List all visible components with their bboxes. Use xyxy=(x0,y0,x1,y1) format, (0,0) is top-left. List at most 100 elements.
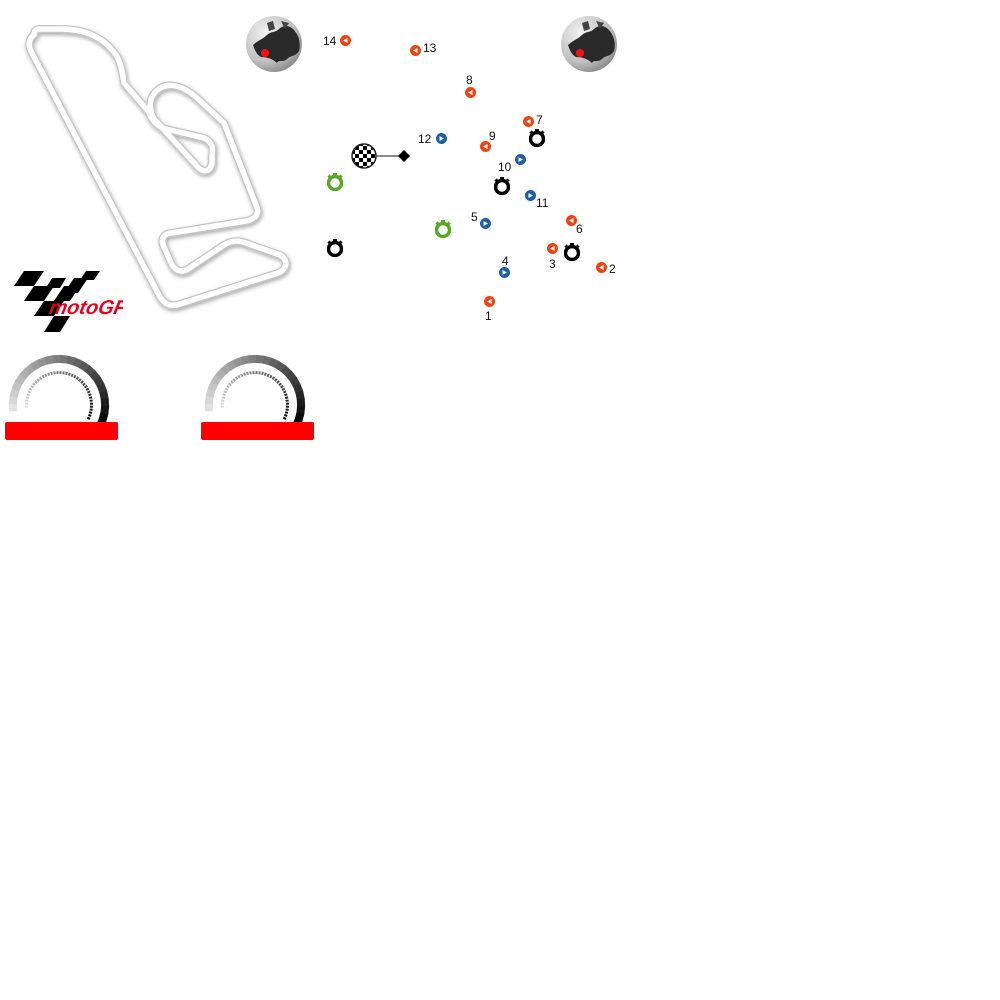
sector-cog-icon[interactable] xyxy=(493,177,511,196)
turn-left-icon[interactable] xyxy=(465,87,476,98)
turn-left-icon[interactable] xyxy=(547,243,558,254)
turn-left-icon[interactable] xyxy=(340,35,351,46)
gauge-tick xyxy=(278,382,282,387)
gauge-segment xyxy=(37,356,48,368)
sector-cog-icon[interactable] xyxy=(326,239,344,258)
gauge-tick xyxy=(82,382,86,387)
gauge-tick xyxy=(28,387,33,391)
turn-number-label: 11 xyxy=(536,196,549,210)
turn-number-label: 13 xyxy=(423,41,437,55)
turn-number-label: 12 xyxy=(418,132,432,146)
gauge-tick xyxy=(269,374,273,379)
gauge-tick xyxy=(27,390,32,394)
sector-cog-icon[interactable] xyxy=(434,220,452,239)
gauge-tick xyxy=(261,371,264,376)
gauge-segment xyxy=(292,383,304,394)
gauge-tick xyxy=(36,378,40,382)
turn-number-label: 4 xyxy=(502,254,509,268)
gauge-tick xyxy=(34,380,38,384)
gauge-tick xyxy=(284,411,289,414)
gauge-tick xyxy=(88,411,93,414)
gauge-tick xyxy=(240,373,244,378)
gauge-tick xyxy=(26,393,30,397)
gauge-segment xyxy=(52,354,61,364)
gauge-tick xyxy=(88,396,93,399)
turn-right-icon[interactable] xyxy=(436,133,447,144)
turn-number-label: 5 xyxy=(471,210,478,224)
turn-number-label: 8 xyxy=(466,73,473,87)
turn-number-label: 10 xyxy=(498,160,512,174)
gauge-segment xyxy=(255,354,265,364)
speed-gauge-icon xyxy=(8,354,110,430)
turn-left-icon[interactable] xyxy=(410,45,421,56)
turn-right-icon[interactable] xyxy=(515,154,526,165)
gauge-segment xyxy=(204,395,214,405)
gauge-segment xyxy=(295,390,305,401)
speed-gauge xyxy=(0,341,118,441)
gauge-tick xyxy=(234,376,239,381)
gauge-tick xyxy=(232,378,236,382)
gauge-value-bar xyxy=(201,422,314,440)
turn-number-label: 1 xyxy=(485,309,492,323)
sector-cog-icon[interactable] xyxy=(326,173,344,192)
europe-globe-icon[interactable] xyxy=(560,15,618,73)
sector-cog-icon[interactable] xyxy=(563,243,581,262)
gauge-tick xyxy=(274,378,278,382)
gauge-tick xyxy=(271,376,276,381)
turn-right-icon[interactable] xyxy=(480,218,491,229)
gauge-tick xyxy=(228,382,232,387)
turn-number-label: 6 xyxy=(576,222,583,236)
speed-gauge-icon xyxy=(204,354,306,430)
gauge-tick xyxy=(86,390,91,394)
gauge-tick xyxy=(281,387,286,391)
turn-left-icon[interactable] xyxy=(523,116,534,127)
europe-globe-icon[interactable] xyxy=(245,15,303,73)
gauge-segment xyxy=(296,398,306,407)
motogp-logo-text: motoGP xyxy=(47,297,123,319)
gauge-tick xyxy=(222,393,226,397)
turn-left-icon[interactable] xyxy=(566,215,577,226)
gauge-segment xyxy=(59,354,69,364)
gauge-tick xyxy=(78,378,82,382)
sector-cog-icon[interactable] xyxy=(528,129,546,148)
gauge-tick xyxy=(223,390,228,394)
turn-left-icon[interactable] xyxy=(484,296,495,307)
gauge-segment xyxy=(96,383,108,394)
gauge-segment xyxy=(8,403,18,412)
gauge-tick xyxy=(280,385,284,389)
gauge-tick xyxy=(237,374,241,379)
gauge-tick xyxy=(44,373,48,378)
gauge-segment xyxy=(296,405,306,415)
gauge-value-bar xyxy=(5,422,118,440)
turn-number-label: 9 xyxy=(489,129,496,143)
turn-number-label: 14 xyxy=(323,34,337,48)
turn-left-icon[interactable] xyxy=(596,262,607,273)
gauge-tick xyxy=(88,414,92,417)
turn-right-icon[interactable] xyxy=(525,190,536,201)
gauge-tick xyxy=(284,396,289,399)
finish-line xyxy=(351,143,410,169)
motogp-logo: motoGP xyxy=(14,271,123,332)
gauge-tick xyxy=(224,387,229,391)
gauge-segment xyxy=(44,355,55,365)
turn-number-label: 3 xyxy=(549,257,556,271)
turn-number-label: 2 xyxy=(609,262,616,276)
gauge-segment xyxy=(100,398,110,407)
gauge-tick xyxy=(65,371,68,376)
gauge-tick xyxy=(266,373,270,378)
gauge-tick xyxy=(84,385,88,389)
gauge-tick xyxy=(50,371,53,376)
gauge-tick xyxy=(80,380,84,384)
turn-right-icon[interactable] xyxy=(499,267,510,278)
circuit-track-map xyxy=(25,25,290,310)
gauge-segment xyxy=(204,403,214,412)
gauge-segment xyxy=(248,354,257,364)
gauge-segment xyxy=(100,405,110,415)
turn-left-icon[interactable] xyxy=(480,141,491,152)
gauge-tick xyxy=(38,376,43,381)
gauge-tick xyxy=(230,380,234,384)
gauge-tick xyxy=(284,414,288,417)
gauge-tick xyxy=(276,380,280,384)
gauge-tick xyxy=(47,372,51,376)
gauge-tick xyxy=(243,372,247,376)
